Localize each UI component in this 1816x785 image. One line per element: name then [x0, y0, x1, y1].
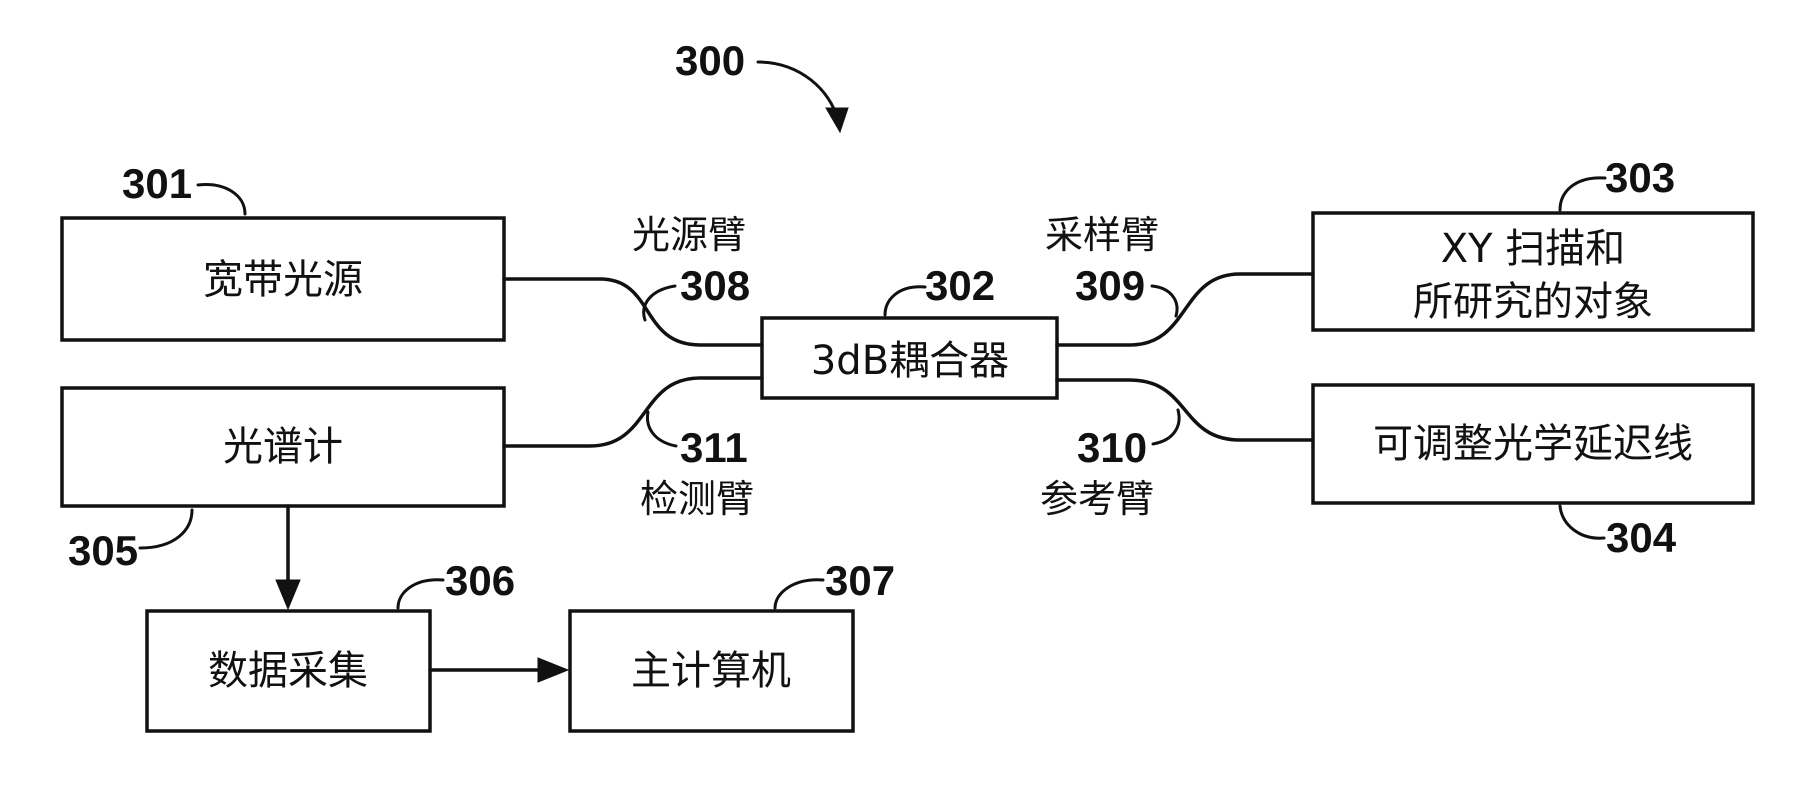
sample-arm-label: 采样臂: [1045, 213, 1159, 257]
ref-306-leader: [396, 578, 445, 610]
coupler-label: 3dB耦合器: [811, 338, 1009, 384]
reference-arm-label: 参考臂: [1040, 477, 1154, 521]
ref-309: 309: [1075, 262, 1145, 309]
ref-302: 302: [925, 262, 995, 309]
host-computer-label: 主计算机: [631, 648, 791, 694]
ref-308: 308: [680, 262, 750, 309]
ref-310: 310: [1077, 424, 1147, 471]
scan-object-label-line1: XY 扫描和: [1441, 226, 1626, 272]
acquisition-to-computer-arrowhead: [537, 657, 570, 683]
ref-302-leader: [883, 285, 927, 317]
broadband-source-label: 宽带光源: [203, 257, 363, 303]
ref-311: 311: [680, 424, 748, 471]
delay-line-block: 可调整光学延迟线: [1311, 383, 1755, 505]
reference-arm-fiber: [1055, 378, 1315, 442]
ref-303-leader: [1558, 176, 1607, 212]
ref-301-leader: [196, 183, 247, 216]
ref-309-leader: [1150, 284, 1179, 318]
ref-307: 307: [825, 557, 895, 604]
ref-311-leader: [645, 410, 678, 448]
figure-number: 300: [675, 37, 745, 84]
figure-pointer-curve: [756, 60, 840, 122]
source-arm-label: 光源臂: [632, 213, 746, 257]
broadband-source-block: 宽带光源: [60, 216, 506, 342]
ref-305-leader: [138, 508, 194, 550]
scan-object-label-line2: 所研究的对象: [1413, 279, 1653, 325]
spectrometer-box: [60, 386, 506, 508]
sample-arm-fiber: [1055, 272, 1315, 347]
ref-301: 301: [122, 160, 192, 207]
spectrometer-label: 光谱计: [223, 424, 343, 470]
ref-305: 305: [68, 527, 138, 574]
host-computer-block: 主计算机: [568, 609, 855, 733]
ref-304-leader: [1558, 504, 1606, 540]
figure-pointer-arrowhead: [825, 107, 849, 134]
source-arm-fiber: [502, 277, 764, 347]
data-acquisition-box: [145, 609, 432, 733]
broadband-source-box: [60, 216, 506, 342]
scan-object-box: [1311, 211, 1755, 332]
scan-object-block: XY 扫描和 所研究的对象: [1311, 211, 1755, 332]
detection-arm-fiber: [502, 376, 764, 448]
spectrometer-to-acquisition-arrowhead: [275, 579, 301, 611]
delay-line-box: [1311, 383, 1755, 505]
ref-306: 306: [445, 557, 515, 604]
ref-308-leader: [642, 284, 677, 322]
spectrometer-block: 光谱计: [60, 386, 506, 508]
delay-line-label: 可调整光学延迟线: [1373, 421, 1693, 467]
coupler-box: [760, 316, 1059, 400]
data-acquisition-label: 数据采集: [208, 648, 368, 694]
data-acquisition-block: 数据采集: [145, 609, 432, 733]
ref-310-leader: [1151, 408, 1181, 446]
coupler-block: 3dB耦合器: [760, 316, 1059, 400]
ref-304: 304: [1606, 514, 1677, 561]
ref-307-leader: [773, 578, 825, 610]
host-computer-box: [568, 609, 855, 733]
ref-303: 303: [1605, 154, 1675, 201]
detection-arm-label: 检测臂: [640, 477, 754, 521]
